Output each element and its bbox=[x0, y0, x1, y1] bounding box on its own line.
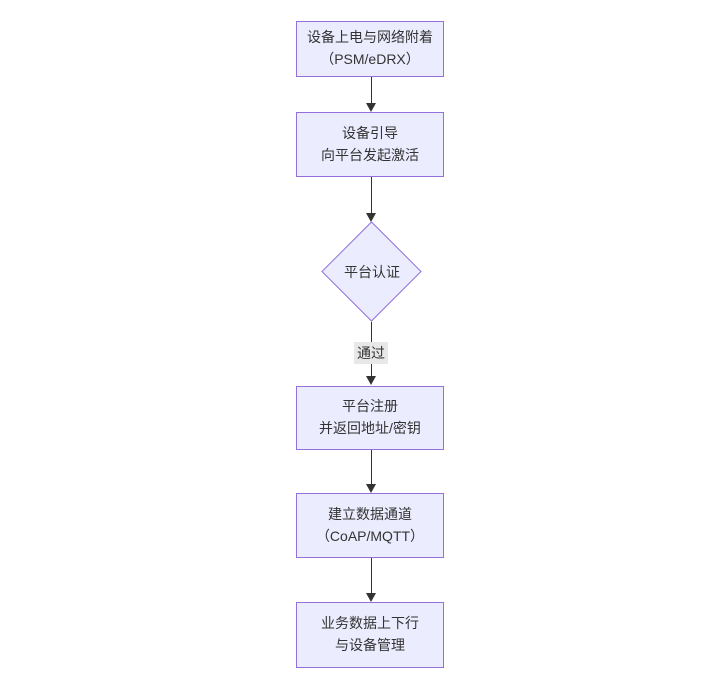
arrowhead-down-icon bbox=[366, 484, 376, 493]
node-bootstrap-line1: 设备引导 bbox=[342, 124, 398, 141]
edge-register-to-channel bbox=[366, 450, 376, 493]
edge-channel-to-business bbox=[366, 558, 376, 602]
node-platform-register: 平台注册 并返回地址/密钥 bbox=[296, 386, 444, 450]
edge-line bbox=[370, 77, 372, 103]
node-platform-register-line1: 平台注册 bbox=[342, 398, 398, 415]
node-platform-register-line2: 并返回地址/密钥 bbox=[319, 420, 421, 436]
node-network-attach: 设备上电与网络附着 （PSM/eDRX） bbox=[296, 21, 444, 77]
node-data-channel: 建立数据通道 （CoAP/MQTT） bbox=[296, 493, 444, 558]
edge-bootstrap-to-auth bbox=[366, 177, 376, 222]
node-data-channel-line1: 建立数据通道 bbox=[328, 505, 412, 522]
edge-line bbox=[370, 558, 372, 593]
node-business-data-line2: 与设备管理 bbox=[335, 637, 405, 653]
node-network-attach-line2: （PSM/eDRX） bbox=[320, 51, 420, 67]
edge-attach-to-bootstrap bbox=[366, 77, 376, 112]
node-data-channel-line2: （CoAP/MQTT） bbox=[315, 527, 425, 544]
node-platform-auth-label: 平台认证 bbox=[344, 264, 400, 280]
edge-label-pass: 通过 bbox=[354, 342, 388, 364]
edge-line bbox=[370, 177, 372, 213]
arrowhead-down-icon bbox=[366, 376, 376, 385]
arrowhead-down-icon bbox=[366, 213, 376, 222]
node-business-data: 业务数据上下行 与设备管理 bbox=[296, 602, 444, 668]
edge-line bbox=[370, 450, 372, 484]
node-network-attach-line1: 设备上电与网络附着 bbox=[307, 29, 433, 46]
node-bootstrap: 设备引导 向平台发起激活 bbox=[296, 112, 444, 177]
node-bootstrap-line2: 向平台发起激活 bbox=[321, 146, 419, 163]
arrowhead-down-icon bbox=[366, 593, 376, 602]
node-platform-auth: 平台认证 bbox=[321, 221, 422, 322]
node-business-data-line1: 业务数据上下行 bbox=[321, 615, 419, 632]
arrowhead-down-icon bbox=[366, 103, 376, 112]
